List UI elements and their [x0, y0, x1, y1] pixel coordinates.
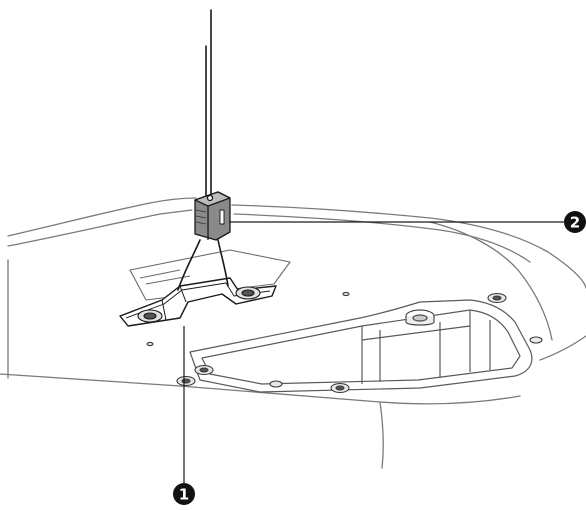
- wire-clamp: [194, 191, 231, 241]
- callout-1-circle: [173, 483, 195, 505]
- body-feet: [146, 291, 543, 394]
- callout-2: 2: [564, 211, 586, 233]
- callout-1: 1: [173, 483, 195, 505]
- callout-leaders: [183, 221, 564, 486]
- callout-1-label: 1: [179, 486, 189, 504]
- recessed-cavity: [189, 299, 533, 393]
- suspension-wires: [177, 9, 229, 291]
- callout-2-label: 2: [570, 214, 580, 232]
- cavity-knob: [405, 309, 435, 326]
- callout-2-circle: [564, 211, 586, 233]
- projector-body: [0, 197, 586, 469]
- bracket-screws: [137, 286, 261, 323]
